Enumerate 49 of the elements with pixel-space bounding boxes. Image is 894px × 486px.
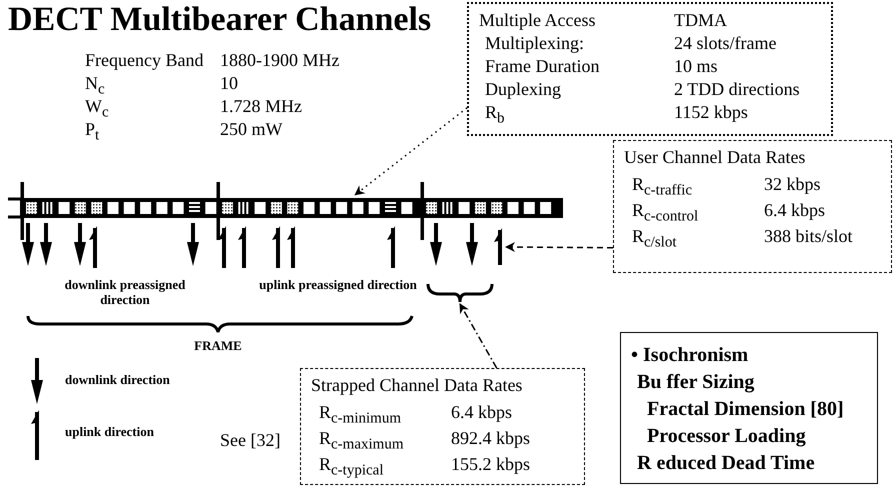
topic-panel <box>620 332 878 484</box>
parameter-name: R$_{b}$ <box>485 102 505 129</box>
topic-item: Fractal Dimension [80] <box>647 397 844 421</box>
parameter-value: 24 slots/frame <box>674 33 776 54</box>
parameter-value: 250 mW <box>220 119 282 140</box>
parameter-value: 10 <box>220 73 238 94</box>
topic-item: R educed Dead Time <box>637 451 815 475</box>
parameter-value: 1880-1900 MHz <box>220 50 340 71</box>
panel-heading: Strapped Channel Data Rates <box>311 375 522 396</box>
topic-item: Bu ffer Sizing <box>637 370 754 394</box>
parameter-value: 32 kbps <box>764 174 821 195</box>
parameter-value: TDMA <box>674 10 727 31</box>
data-rate-panel <box>613 140 892 273</box>
legend-label: uplink direction <box>65 424 154 439</box>
parameter-panel <box>467 2 833 136</box>
parameter-name: Multiple Access <box>479 10 596 31</box>
title: DECT Multibearer Channels <box>8 0 432 40</box>
parameter-name: Frame Duration <box>485 56 600 77</box>
parameter-name: R$_{c-traffic}$ <box>632 174 692 201</box>
parameter-value: 10 ms <box>674 56 718 77</box>
data-rate-panel <box>300 368 585 485</box>
reference-note: See [32] <box>220 430 280 451</box>
parameter-value: 892.4 kbps <box>451 428 530 449</box>
caption-text: uplink preassigned direction <box>258 277 418 292</box>
topic-item: Processor Loading <box>647 424 806 448</box>
parameter-name: R$_{c-control}$ <box>632 200 698 227</box>
legend-label: downlink direction <box>65 372 170 387</box>
parameter-value: 1152 kbps <box>674 102 748 123</box>
parameter-name: Multiplexing: <box>485 33 584 54</box>
panel-heading: User Channel Data Rates <box>624 147 806 168</box>
parameter-value: 155.2 kbps <box>451 454 530 475</box>
parameter-value: 388 bits/slot <box>764 226 853 247</box>
parameter-name: Frequency Band <box>85 50 204 71</box>
parameter-value: 2 TDD directions <box>674 79 800 100</box>
dashed-arrow <box>459 303 498 368</box>
dashed-arrow <box>354 107 468 196</box>
parameter-value: 1.728 MHz <box>220 96 302 117</box>
caption-text: downlink preassigned direction <box>64 277 186 307</box>
parameter-value: 6.4 kbps <box>451 402 512 423</box>
topic-item: • Isochronism <box>631 343 748 367</box>
parameter-name: Duplexing <box>485 79 561 100</box>
caption-text: FRAME <box>193 338 243 353</box>
parameter-name: R$_{c-typical}$ <box>319 454 384 481</box>
parameter-value: 6.4 kbps <box>764 200 826 221</box>
parameter-name: R$_{c/slot}$ <box>632 226 677 253</box>
curly-brace <box>426 282 494 304</box>
dashed-arrow <box>505 242 613 252</box>
parameter-name: R$_{c-maximum}$ <box>319 428 404 455</box>
parameter-name: R$_{c-minimum}$ <box>319 402 402 429</box>
